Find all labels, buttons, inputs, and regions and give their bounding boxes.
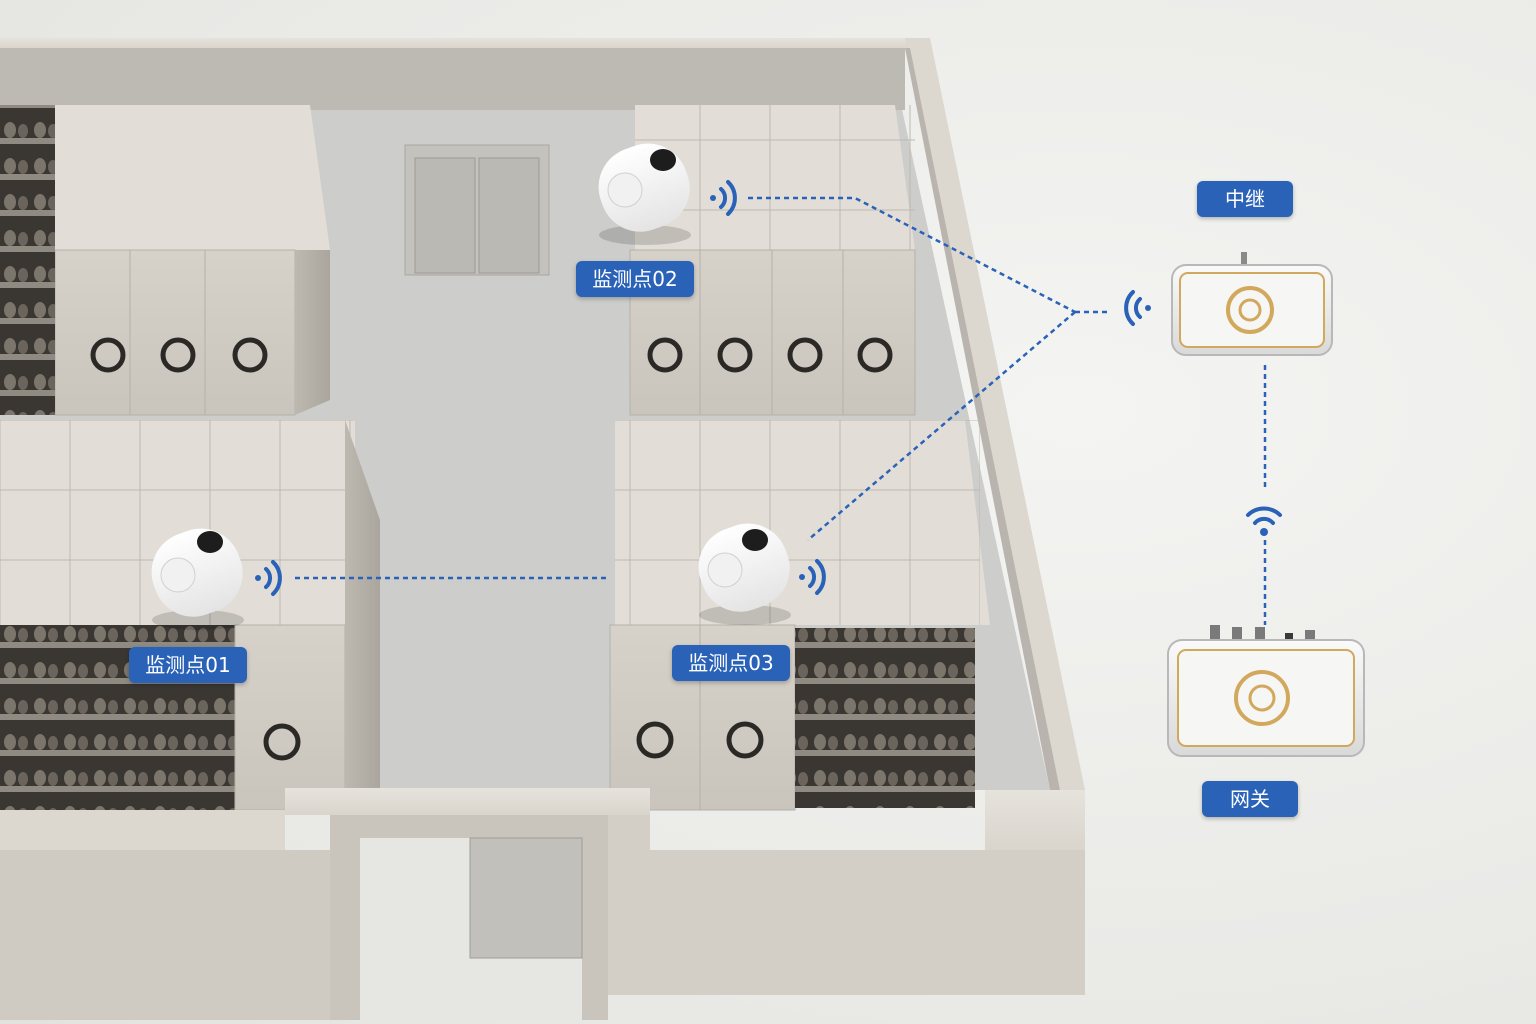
sensor-device-icon [151,528,244,630]
monitoring-point-01-label: 监测点01 [129,647,247,683]
relay-label: 中继 [1197,181,1293,217]
cabinet-block-top-right [629,105,916,416]
network-links [295,196,1267,625]
cabinet-wheel-icon [90,337,126,373]
sensor-device-icon [598,143,691,245]
cabinet-block-top-left [0,105,330,416]
gateway-label: 网关 [1202,781,1298,817]
door-icon [469,837,583,959]
back-wall [0,38,920,48]
monitoring-point-03-label: 监测点03 [672,645,790,681]
monitoring-point-02-label: 监测点02 [576,261,694,297]
cabinet-block-bottom-right [609,420,990,811]
right-wall [905,38,1085,790]
wifi-signal-icon [1124,290,1151,326]
sensor-device-icon [698,523,791,625]
wifi-signal-icon [1246,506,1282,536]
wifi-signal-icon [710,180,737,216]
wifi-signal-icon [799,559,826,595]
wifi-signal-icon [255,560,282,596]
front-wall [0,788,1085,1020]
gateway-device-icon [1167,625,1365,757]
relay-device-icon [1171,252,1333,356]
